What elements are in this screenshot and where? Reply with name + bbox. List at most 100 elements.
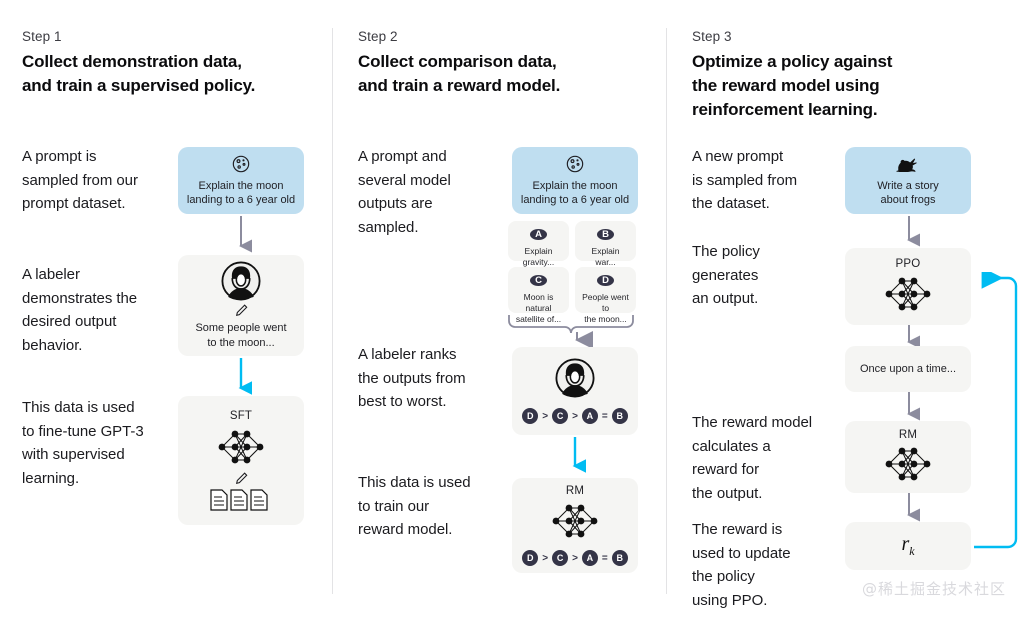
merge-brace-arrow: [508, 315, 634, 349]
rank-item: C: [552, 408, 569, 424]
step-title-line-2: and train a supervised policy.: [22, 76, 256, 95]
ppo-card[interactable]: PPO: [845, 248, 971, 325]
output-badge: C: [530, 275, 547, 286]
rank-item: B: [611, 550, 628, 566]
prompt-card[interactable]: Write a story about frogs: [845, 147, 971, 214]
prompt-card[interactable]: Explain the moon landing to a 6 year old: [178, 147, 304, 214]
arrow-output-to-rm: [907, 392, 920, 423]
rank-operator: >: [542, 552, 549, 564]
neural-network-icon: [880, 273, 936, 315]
arrow-prompt-to-ppo: [907, 216, 920, 249]
column-step-1: Step 1 Collect demonstration data, and tr…: [0, 0, 341, 618]
paragraph-1: A new prompt is sampled from the dataset…: [692, 148, 798, 212]
rank-item: A: [581, 550, 598, 566]
output-text: People went to the moon...: [582, 292, 629, 324]
reward-model-card[interactable]: RM: [845, 421, 971, 493]
labeler-card-text: Some people went to the moon...: [195, 322, 287, 349]
step-title: Optimize a policy against the reward mode…: [692, 50, 1012, 122]
step-title-line-1: Collect demonstration data,: [22, 52, 242, 71]
pencil-icon: [234, 471, 249, 486]
prompt-card-text: Write a story about frogs: [877, 179, 939, 207]
reward-model-card[interactable]: RM: [512, 478, 638, 573]
output-card-a[interactable]: A Explain gravity...: [508, 221, 569, 267]
pencil-icon: [234, 303, 249, 318]
reward-model-title: RM: [898, 429, 918, 441]
frog-icon: [895, 154, 921, 174]
paragraph-2: A labeler demonstrates the desired outpu…: [22, 266, 138, 354]
rank-item: B: [611, 408, 628, 424]
step-title-line-2: and train a reward model.: [358, 76, 561, 95]
documents-icon: [209, 489, 273, 511]
person-icon: [555, 358, 595, 398]
watermark: @稀土掘金技术社区: [862, 580, 1007, 598]
person-icon: [221, 261, 261, 301]
ranking-row: D > C > A = B: [522, 408, 628, 424]
arrow-prompt-to-labeler: [239, 216, 252, 255]
column-step-2: Step 2 Collect comparison data, and train…: [334, 0, 675, 618]
output-card[interactable]: Once upon a time...: [845, 346, 971, 392]
step-label: Step 1: [22, 29, 62, 44]
ranking-card[interactable]: D > C > A = B: [512, 347, 638, 435]
prompt-card[interactable]: Explain the moon landing to a 6 year old: [512, 147, 638, 214]
output-text: Explain gravity...: [522, 246, 555, 267]
step-label: Step 2: [358, 29, 398, 44]
paragraph-2: A labeler ranks the outputs from best to…: [358, 346, 466, 410]
reward-subscript: k: [909, 544, 915, 558]
prompt-card-text: Explain the moon landing to a 6 year old: [186, 179, 296, 207]
column-step-3: Step 3 Optimize a policy against the rewa…: [668, 0, 1023, 618]
column-divider-1: [332, 28, 333, 594]
paragraph-2: The policy generates an output.: [692, 243, 760, 307]
sft-card[interactable]: SFT: [178, 396, 304, 525]
rank-item: D: [522, 408, 539, 424]
output-card-c[interactable]: C Moon is natural satellite of...: [508, 267, 569, 324]
rank-operator: >: [542, 410, 549, 422]
neural-network-icon: [213, 426, 269, 468]
paragraph-3: The reward model calculates a reward for…: [692, 414, 813, 502]
step-title-line-2: the reward model using: [692, 76, 880, 95]
column-divider-2: [666, 28, 667, 594]
output-badge: D: [597, 275, 614, 286]
step-title: Collect comparison data, and train a rewa…: [358, 50, 658, 98]
paragraph-1: A prompt and several model outputs are s…: [358, 148, 451, 236]
rank-item: A: [581, 408, 598, 424]
moon-icon: [231, 154, 251, 174]
output-card-b[interactable]: B Explain war...: [575, 221, 636, 267]
step-label: Step 3: [692, 29, 732, 44]
moon-icon: [565, 154, 585, 174]
paragraph-3: This data is used to train our reward mo…: [358, 474, 471, 538]
step-title-line-3: reinforcement learning.: [692, 100, 878, 119]
neural-network-icon: [547, 500, 603, 542]
reward-model-title: RM: [565, 485, 585, 497]
sft-card-title: SFT: [229, 410, 253, 422]
prompt-card-text: Explain the moon landing to a 6 year old: [520, 179, 630, 207]
output-card-text: Once upon a time...: [860, 362, 956, 375]
reward-symbol: r: [901, 533, 910, 555]
reward-scalar-label: rk: [901, 533, 914, 559]
paragraph-4: The reward is used to update the policy …: [692, 521, 791, 609]
paragraph-1: A prompt is sampled from our prompt data…: [22, 148, 138, 212]
output-badge: B: [597, 229, 614, 240]
output-text: Moon is natural satellite of...: [515, 292, 562, 324]
rank-operator: >: [572, 552, 578, 564]
output-text: Explain war...: [591, 246, 620, 267]
ranking-row: D > C > A = B: [522, 550, 628, 566]
reward-scalar-card[interactable]: rk: [845, 522, 971, 570]
rank-item: C: [552, 550, 569, 566]
arrow-rm-to-reward: [907, 493, 920, 524]
labeler-card[interactable]: Some people went to the moon...: [178, 255, 304, 356]
output-card-d[interactable]: D People went to the moon...: [575, 267, 636, 324]
arrow-labeler-to-sft: [238, 358, 252, 398]
feedback-loop-arrow: [974, 272, 1018, 549]
output-badge: A: [530, 229, 547, 240]
arrow-ppo-to-output: [907, 325, 920, 351]
ppo-card-title: PPO: [895, 258, 921, 270]
rank-item: D: [522, 550, 539, 566]
step-title-line-1: Collect comparison data,: [358, 52, 557, 71]
rank-operator: =: [601, 552, 608, 564]
neural-network-icon: [880, 443, 936, 485]
step-title-line-1: Optimize a policy against: [692, 52, 893, 71]
paragraph-3: This data is used to fine-tune GPT-3 wit…: [22, 399, 144, 487]
rank-operator: >: [572, 410, 578, 422]
step-title: Collect demonstration data, and train a s…: [22, 50, 322, 98]
